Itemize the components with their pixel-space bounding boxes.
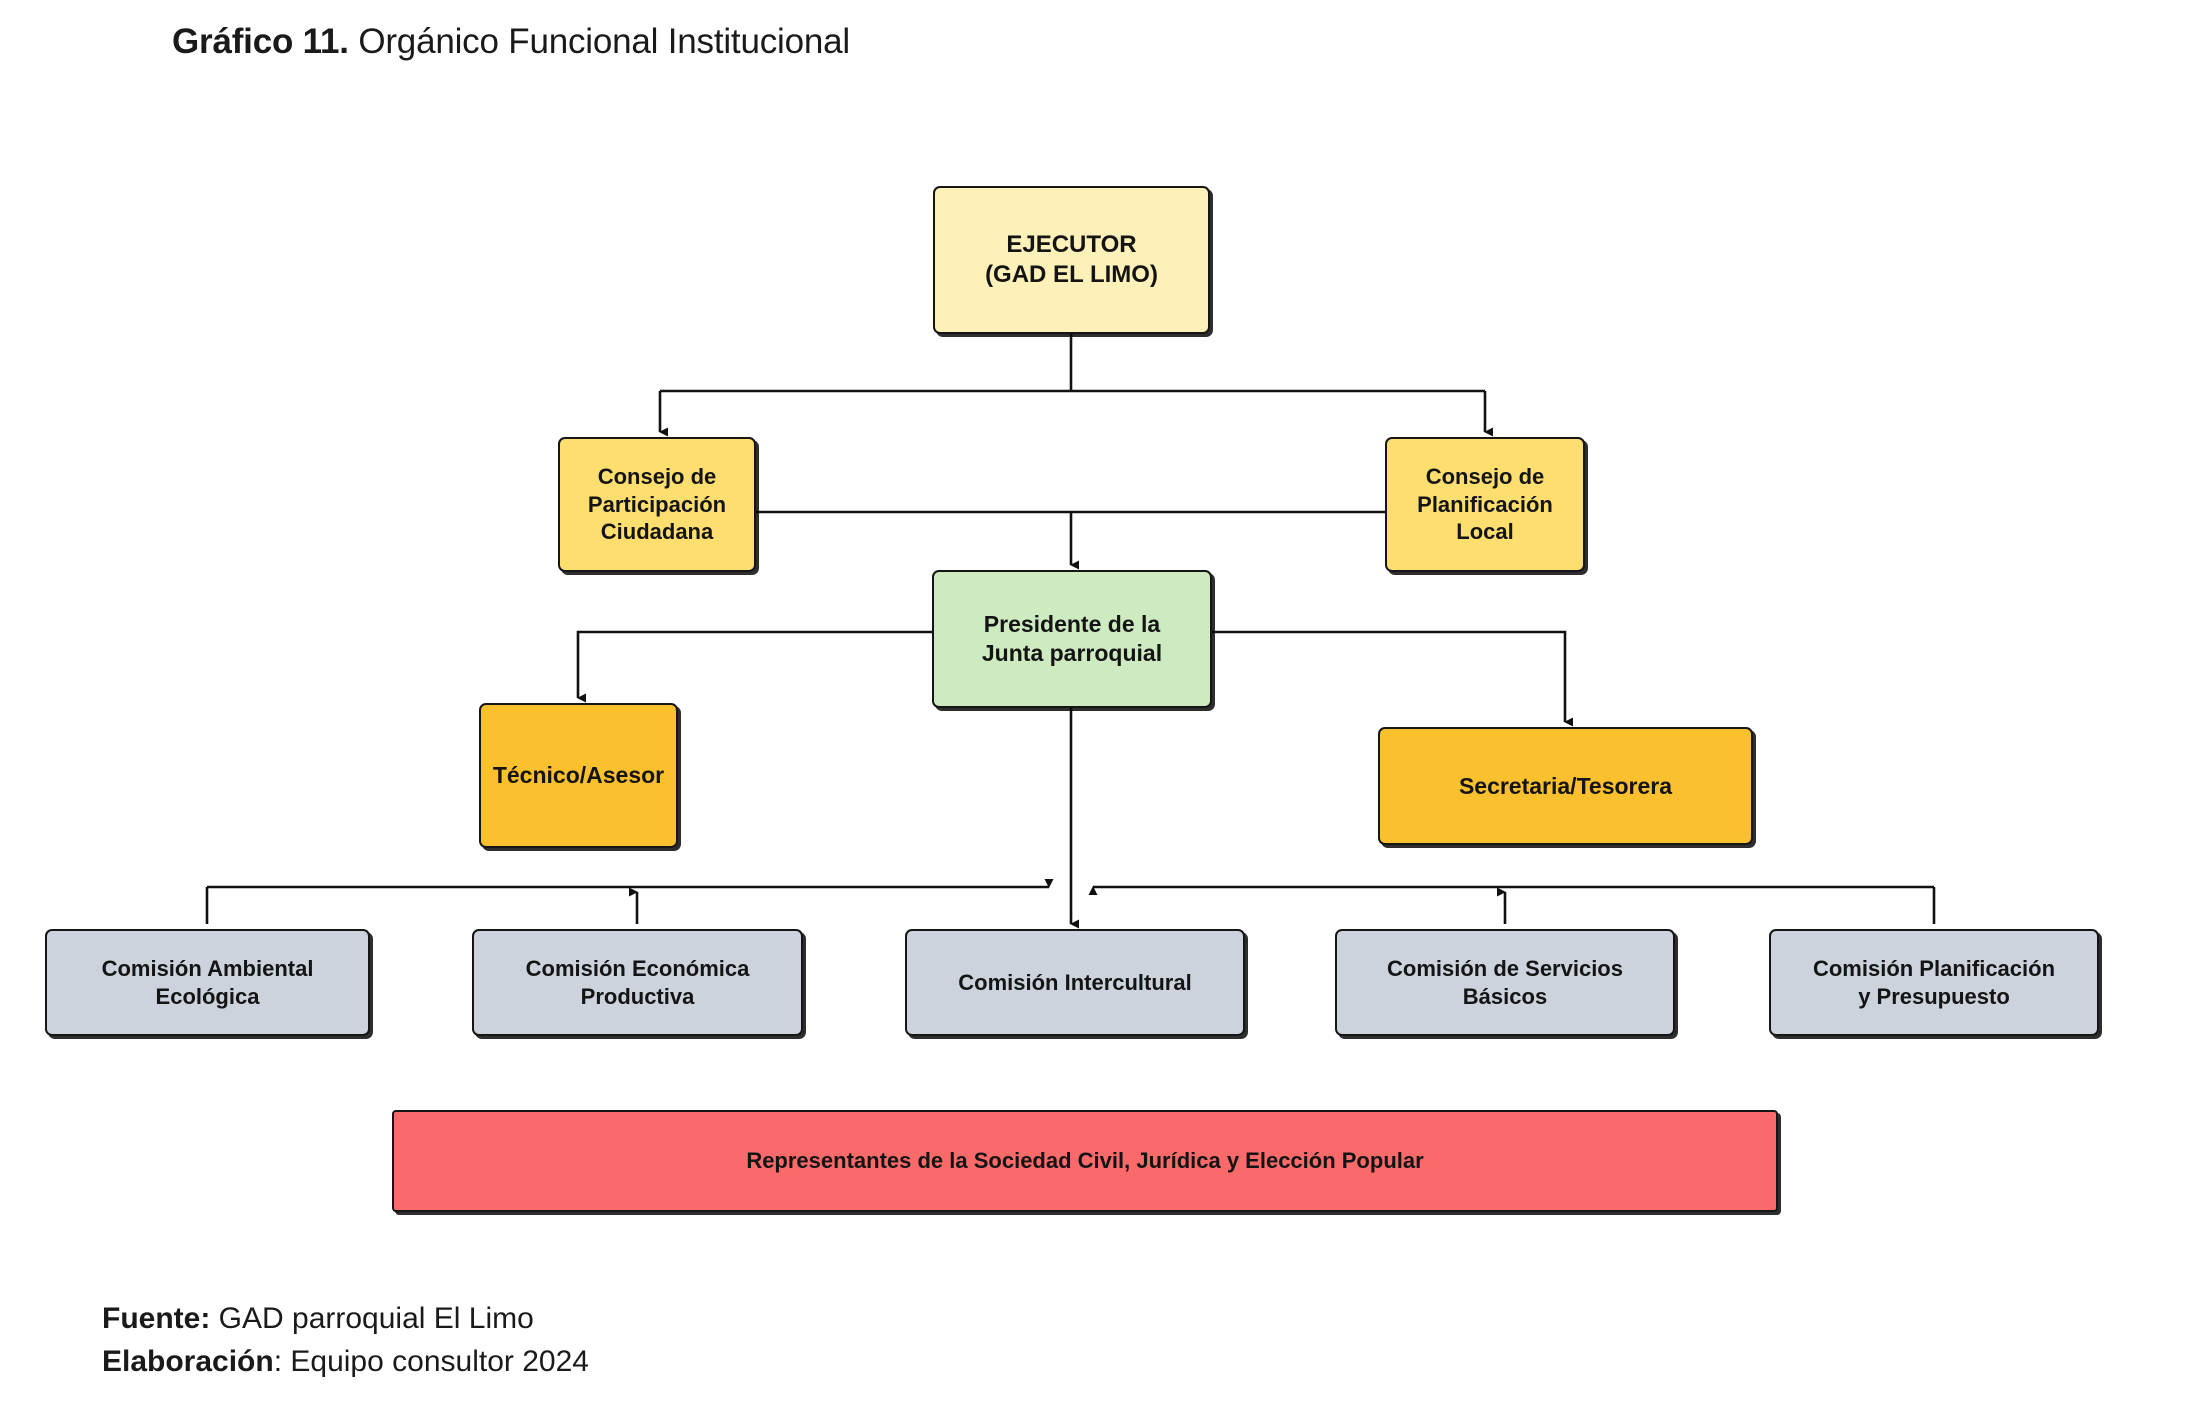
node-comision-intercultural[interactable]: Comisión Intercultural [905, 929, 1245, 1036]
node-comision-economica-productiva[interactable]: Comisión Económica Productiva [472, 929, 803, 1036]
footer-source-row: Fuente: GAD parroquial El Limo [102, 1298, 589, 1341]
page-title-prefix: Gráfico 11. [172, 22, 349, 61]
node-comision-ambiental-ecologica-label: Comisión Ambiental Ecológica [101, 955, 314, 1009]
figure-footer: Fuente: GAD parroquial El Limo Elaboraci… [102, 1298, 589, 1383]
node-secretaria-tesorera-label: Secretaria/Tesorera [1458, 772, 1673, 799]
footer-source-value: GAD parroquial El Limo [210, 1302, 534, 1335]
node-comision-ambiental-ecologica[interactable]: Comisión Ambiental Ecológica [45, 929, 370, 1036]
node-consejo-planificacion-local[interactable]: Consejo de Planificación Local [1385, 437, 1585, 572]
node-representantes-sociedad-civil[interactable]: Representantes de la Sociedad Civil, Jur… [392, 1110, 1778, 1212]
node-comision-planificacion-presupuesto-label: Comisión Planificación y Presupuesto [1812, 955, 2056, 1009]
footer-source-key: Fuente: [102, 1302, 211, 1335]
page-title-text: Orgánico Funcional Institucional [348, 22, 850, 61]
node-ejecutor-label: EJECUTOR (GAD EL LIMO) [985, 230, 1158, 288]
footer-author-key: Elaboración [102, 1344, 274, 1378]
node-consejo-participacion-ciudadana-label: Consejo de Participación Ciudadana [587, 463, 727, 545]
footer-author-row: Elaboración: Equipo consultor 2024 [102, 1341, 589, 1384]
node-tecnico-asesor[interactable]: Técnico/Asesor [479, 703, 678, 848]
node-consejo-participacion-ciudadana[interactable]: Consejo de Participación Ciudadana [558, 437, 756, 572]
footer-author-value: : Equipo consultor 2024 [273, 1344, 589, 1378]
node-comision-planificacion-presupuesto[interactable]: Comisión Planificación y Presupuesto [1769, 929, 2099, 1036]
node-comision-economica-productiva-label: Comisión Económica Productiva [525, 955, 750, 1009]
node-ejecutor[interactable]: EJECUTOR (GAD EL LIMO) [933, 186, 1210, 334]
node-comision-servicios-basicos[interactable]: Comisión de Servicios Básicos [1335, 929, 1675, 1036]
node-comision-intercultural-label: Comisión Intercultural [958, 969, 1192, 995]
node-consejo-planificacion-local-label: Consejo de Planificación Local [1417, 463, 1553, 545]
page-title: Gráfico 11. Orgánico Funcional Instituci… [172, 22, 850, 62]
node-presidente-junta-parroquial-label: Presidente de la Junta parroquial [981, 611, 1163, 666]
node-secretaria-tesorera[interactable]: Secretaria/Tesorera [1378, 727, 1753, 845]
node-comision-servicios-basicos-label: Comisión de Servicios Básicos [1387, 955, 1623, 1009]
node-tecnico-asesor-label: Técnico/Asesor [492, 762, 665, 789]
node-presidente-junta-parroquial[interactable]: Presidente de la Junta parroquial [932, 570, 1212, 708]
node-representantes-sociedad-civil-label: Representantes de la Sociedad Civil, Jur… [746, 1148, 1424, 1174]
